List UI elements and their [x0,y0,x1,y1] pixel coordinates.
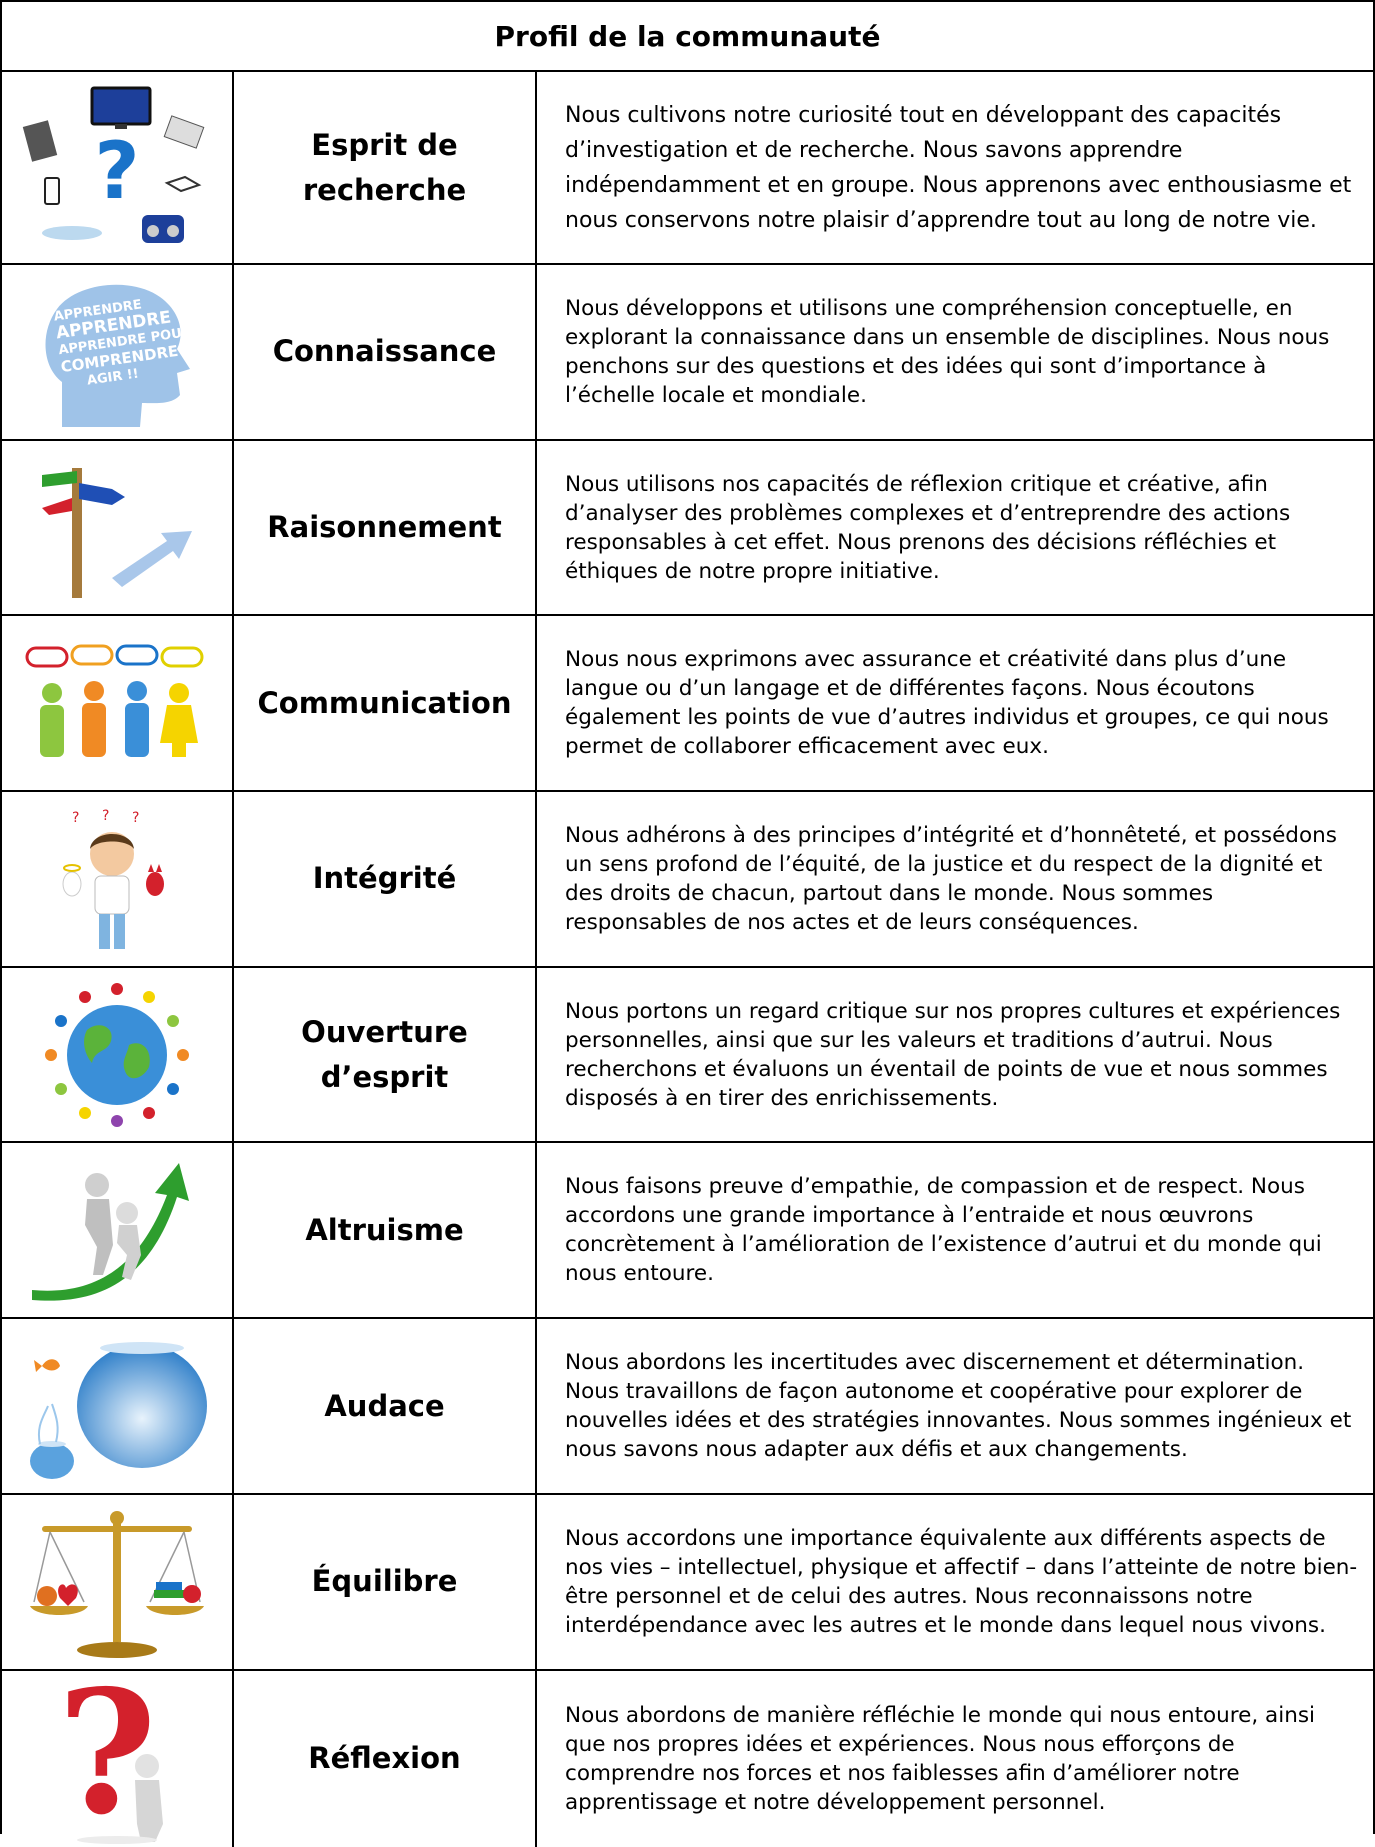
table-row: Communication Nous nous exprimons avec a… [2,616,1373,793]
table-row: Altruisme Nous faisons preuve d’empathie… [2,1143,1373,1320]
quality-name: Équilibre [234,1494,537,1669]
quality-description: Nous abordons les incertitudes avec disc… [565,1349,1352,1462]
quality-description: Nous accordons une importance équivalent… [565,1525,1358,1638]
people-speech-bubbles-icon [25,644,204,758]
signpost-arrow-icon [42,467,192,598]
table-title: Profil de la communauté [2,2,1373,72]
table-row: ? ? ? Intégrité Nous adhérons à des prin… [2,792,1373,968]
quality-description: Nous développons et utilisons une compré… [565,295,1330,408]
thinking-question-mark-icon: ? [57,1674,163,1844]
quality-name: Intégrité [234,792,537,966]
globe-children-circle-icon [45,982,189,1127]
svg-text:?: ? [102,808,109,824]
quality-description: Nous utilisons nos capacités de réflexio… [565,471,1291,584]
quality-name: Connaissance [234,265,537,439]
research-devices-question-icon: ? [22,86,205,243]
quality-description: Nous faisons preuve d’empathie, de compa… [565,1174,1322,1287]
quality-name: Communication [234,616,537,791]
table-row: Ouverture d’esprit Nous portons un regar… [2,967,1373,1144]
table-row: Raisonnement Nous utilisons nos capacité… [2,440,1373,617]
table-row: ? Esprit de recherche Nous cultivons not… [2,72,1373,265]
quality-description: Nous abordons de manière réfléchie le mo… [565,1702,1316,1815]
quality-description: Nous adhérons à des principes d’intégrit… [565,822,1337,935]
helping-climb-arrow-icon [32,1163,189,1301]
table-row: Audace Nous abordons les incertitudes av… [2,1319,1373,1495]
table-row: APPRENDRE APPRENDRE APPRENDRE POUR COMPR… [2,265,1373,441]
svg-text:?: ? [94,127,139,217]
quality-name: Altruisme [234,1143,537,1318]
head-profile-words-icon: APPRENDRE APPRENDRE APPRENDRE POUR COMPR… [32,277,202,427]
balance-scale-icon [30,1510,204,1658]
svg-text:?: ? [132,810,139,826]
fish-jumping-bowl-icon [30,1341,207,1479]
quality-name: Audace [234,1319,537,1493]
quality-name: Raisonnement [234,440,537,615]
angel-devil-boy-icon: ? ? ? [62,808,164,949]
table-row: ? Réflexion Nous abordons de manière réf… [2,1670,1373,1847]
quality-name: Esprit de recherche [234,72,537,263]
quality-description: Nous cultivons notre curiosité tout en d… [565,102,1352,233]
quality-description: Nous nous exprimons avec assurance et cr… [565,647,1329,760]
svg-text:?: ? [72,810,79,826]
table-row: Équilibre Nous accordons une importance … [2,1494,1373,1671]
quality-name: Réflexion [234,1670,537,1847]
quality-description: Nous portons un regard critique sur nos … [565,998,1341,1111]
quality-name: Ouverture d’esprit [234,967,537,1142]
